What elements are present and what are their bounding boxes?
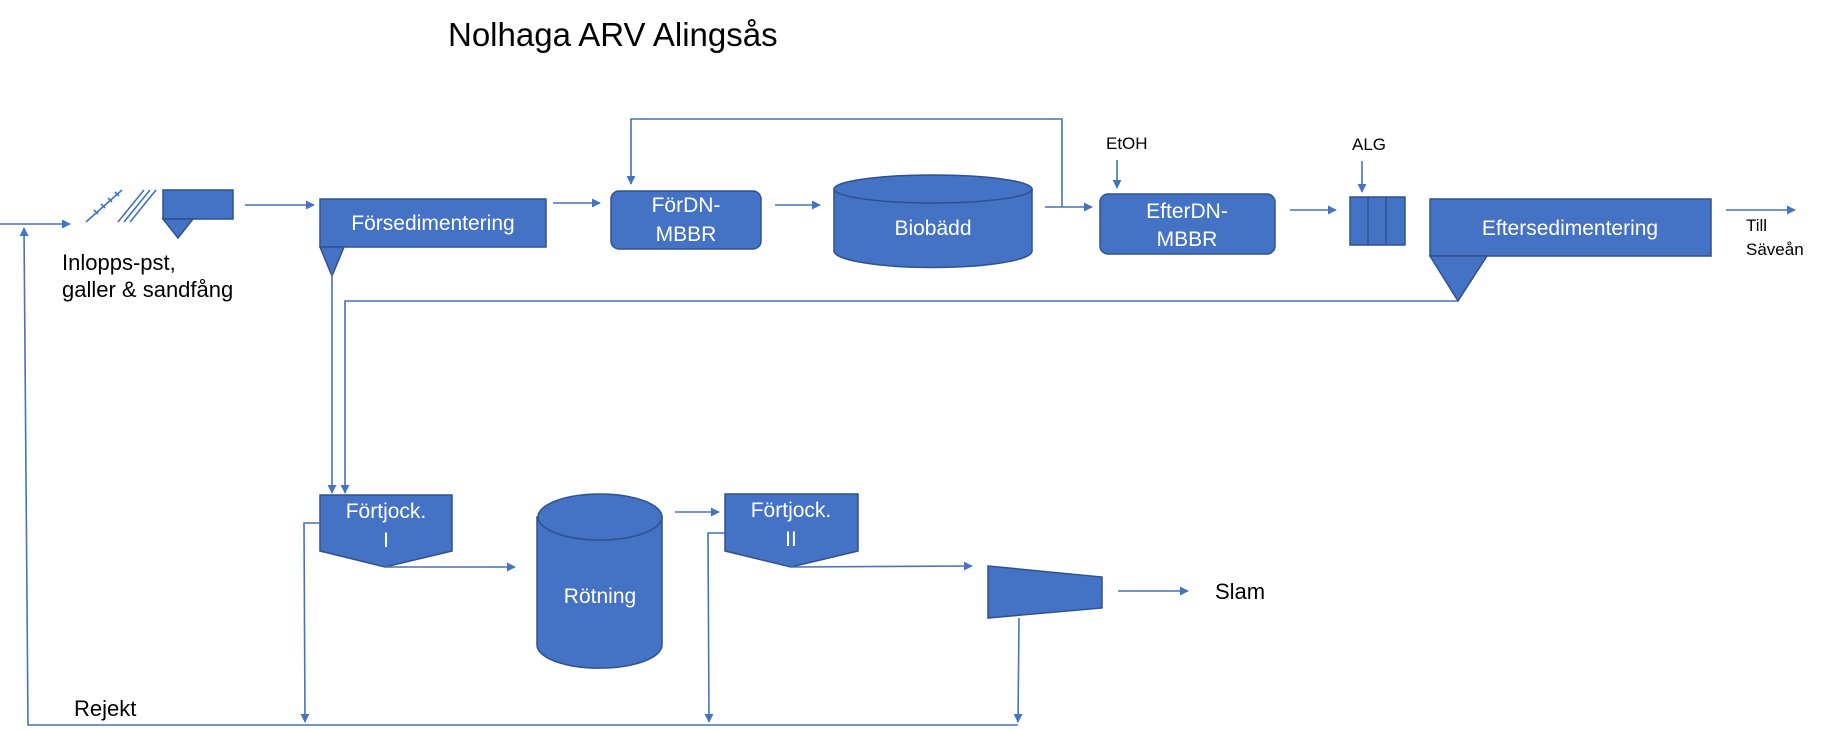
rotning-label: Rötning (564, 585, 636, 608)
eftersedimentering-tank (1428, 198, 1712, 303)
rotning-cylinder (536, 493, 663, 669)
inlet-label-line1: Inlopps-pst, (62, 250, 176, 275)
alg-mixer-icon (1349, 196, 1406, 246)
fortjock2-reject-line (704, 532, 725, 723)
efterdn-mbbr-reactor (1099, 193, 1276, 255)
fordn-mbbr-label-line1: FörDN- (652, 194, 721, 217)
rejekt-label: Rejekt (74, 696, 136, 721)
efterdn-mbbr-label-line1: EfterDN- (1146, 200, 1228, 223)
slam-label: Slam (1215, 579, 1265, 604)
dewatering-reject-line (1013, 617, 1023, 723)
fortjock1-reject-line (300, 522, 320, 723)
forsedimentering-label: Försedimentering (351, 212, 514, 235)
dewatering-centrifuge (987, 565, 1103, 619)
biobadd-label: Biobädd (894, 217, 971, 240)
eftersedimentering-label: Eftersedimentering (1482, 217, 1658, 240)
outlet-label-line1: Till (1746, 216, 1767, 235)
secondary-sludge-line (340, 300, 1458, 494)
efterdn-mbbr-label-line2: MBBR (1157, 228, 1218, 251)
diagram-title: Nolhaga ARV Alingsås (448, 16, 778, 53)
inlet-screen-icon (85, 189, 157, 223)
fortjock2-thickener (724, 493, 859, 568)
inlet-label-line2: galler & sandfång (62, 277, 233, 302)
fordn-mbbr-reactor (610, 190, 762, 250)
etoh-label: EtOH (1106, 134, 1148, 153)
fordn-mbbr-label-line2: MBBR (656, 223, 717, 246)
biobadd-cylinder (833, 174, 1033, 269)
rejekt-return-line (19, 227, 1018, 726)
outlet-label-line2: Säveån (1746, 240, 1804, 259)
fortjock2-to-dewatering-arrow (790, 561, 973, 571)
fortjock1-label-line1: Förtjock. (346, 500, 427, 523)
fortjock1-label-line2: I (383, 529, 389, 552)
forsedimentering-tank (318, 198, 547, 278)
alg-label: ALG (1352, 135, 1386, 154)
fortjock2-label-line1: Förtjock. (751, 499, 832, 522)
sand-trap-icon (161, 189, 234, 240)
fortjock1-thickener (319, 494, 453, 568)
fortjock2-label-line2: II (785, 528, 797, 551)
recirculation-line (626, 118, 1063, 207)
